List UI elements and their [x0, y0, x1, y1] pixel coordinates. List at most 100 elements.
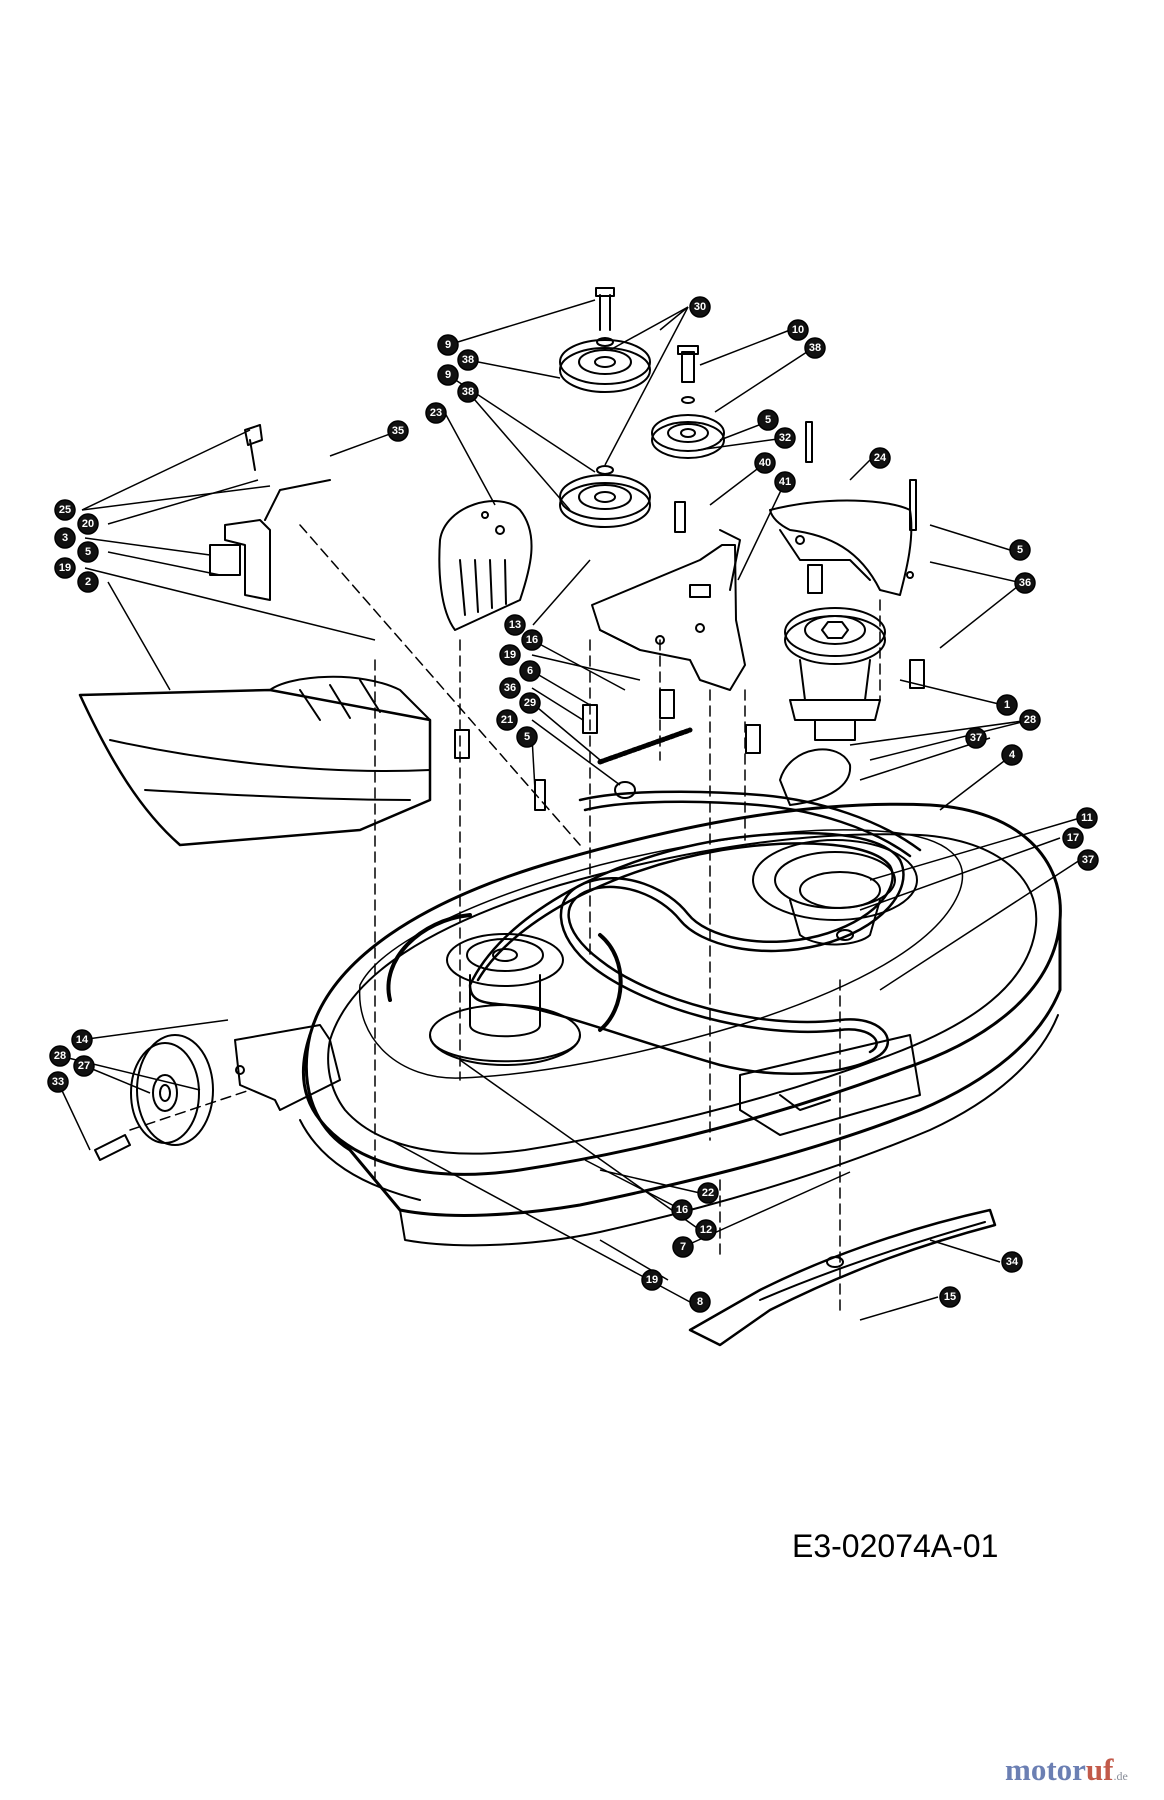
callout-label: 16 — [526, 634, 538, 646]
callout-c23: 13 — [504, 614, 526, 636]
callout-label: 10 — [792, 324, 804, 336]
callout-c10: 32 — [774, 427, 796, 449]
callout-balloon — [774, 427, 796, 449]
callout-c4: 9 — [437, 364, 459, 386]
callout-label: 7 — [680, 1241, 686, 1253]
callout-c3: 38 — [457, 349, 479, 371]
callout-balloon — [437, 364, 459, 386]
idler-arm-bracket — [591, 501, 746, 691]
callout-c47: 15 — [939, 1286, 961, 1308]
callout-label: 4 — [1009, 749, 1016, 761]
callout-label: 28 — [54, 1050, 66, 1062]
callout-label: 30 — [694, 301, 706, 313]
callout-balloon — [754, 452, 776, 474]
callout-balloon — [521, 629, 543, 651]
callout-balloon — [496, 709, 518, 731]
brand-logo[interactable]: motoruf.de — [1005, 1752, 1128, 1788]
callout-label: 41 — [779, 476, 791, 488]
callout-balloon — [757, 409, 779, 431]
callout-label: 29 — [524, 697, 536, 709]
callout-balloon — [869, 447, 891, 469]
callout-c11: 40 — [754, 452, 776, 474]
callout-label: 6 — [527, 665, 533, 677]
idler-pulleys — [559, 287, 725, 528]
callout-c32: 28 — [1019, 709, 1041, 731]
callout-balloon — [689, 296, 711, 318]
callout-label: 23 — [430, 407, 442, 419]
callout-balloon — [519, 692, 541, 714]
callout-balloon — [965, 727, 987, 749]
callout-balloon — [1009, 539, 1031, 561]
callout-label: 13 — [509, 619, 521, 631]
callout-c43: 16 — [671, 1199, 693, 1221]
drawing-number: E3-02074A-01 — [792, 1528, 999, 1564]
callout-c21: 5 — [1009, 539, 1031, 561]
callout-c8: 38 — [804, 337, 826, 359]
callout-c7: 10 — [787, 319, 809, 341]
callout-balloon — [49, 1045, 71, 1067]
callout-balloon — [54, 557, 76, 579]
callout-label: 8 — [697, 1296, 703, 1308]
callout-c13: 24 — [869, 447, 891, 469]
deck-housing — [299, 802, 1062, 1247]
callout-label: 38 — [462, 386, 474, 398]
callout-balloon — [457, 349, 479, 371]
callout-balloon — [1001, 1251, 1023, 1273]
engine-pulley-assembly — [784, 607, 886, 741]
callout-label: 15 — [944, 1291, 956, 1303]
belt-cover-left — [438, 500, 533, 631]
logo-part-uf: uf — [1085, 1752, 1114, 1787]
spacers-and-bolts — [454, 421, 925, 811]
chute-bracket — [209, 424, 331, 601]
callout-label: 36 — [1019, 577, 1031, 589]
deck-baffle — [779, 748, 852, 806]
callout-c1: 30 — [689, 296, 711, 318]
callout-balloon — [774, 471, 796, 493]
callout-c31: 1 — [996, 694, 1018, 716]
callout-label: 5 — [85, 546, 91, 558]
callout-balloon — [77, 513, 99, 535]
callout-c33: 37 — [965, 727, 987, 749]
callout-label: 22 — [702, 1187, 714, 1199]
callout-balloon — [73, 1055, 95, 1077]
callout-label: 12 — [700, 1224, 712, 1236]
callout-balloon — [1077, 849, 1099, 871]
callout-label: 28 — [1024, 714, 1036, 726]
callout-label: 16 — [676, 1204, 688, 1216]
callout-balloon — [1062, 827, 1084, 849]
callout-balloon — [516, 726, 538, 748]
callout-c39: 28 — [49, 1045, 71, 1067]
callout-c38: 14 — [71, 1029, 93, 1051]
callout-label: 38 — [809, 342, 821, 354]
callout-c19: 19 — [54, 557, 76, 579]
callout-balloon — [672, 1236, 694, 1258]
callout-c17: 3 — [54, 527, 76, 549]
callout-balloon — [939, 1286, 961, 1308]
callout-balloon — [504, 614, 526, 636]
callout-balloon — [499, 677, 521, 699]
callout-c26: 6 — [519, 660, 541, 682]
callout-balloon — [71, 1029, 93, 1051]
callout-balloon — [387, 420, 409, 442]
callout-label: 27 — [78, 1060, 90, 1072]
callout-label: 14 — [76, 1034, 89, 1046]
callout-label: 37 — [1082, 854, 1094, 866]
callout-c27: 36 — [499, 677, 521, 699]
callout-c46: 34 — [1001, 1251, 1023, 1273]
callout-balloon — [77, 541, 99, 563]
mower-deck-drawing — [78, 287, 1062, 1347]
callout-label: 3 — [62, 532, 68, 544]
callout-label: 17 — [1067, 832, 1079, 844]
wheel-bracket — [234, 1024, 341, 1111]
callout-balloon — [1014, 572, 1036, 594]
callout-c48: 19 — [641, 1269, 663, 1291]
callout-balloon — [695, 1219, 717, 1241]
callout-label: 2 — [85, 576, 91, 588]
callout-balloon — [54, 499, 76, 521]
callout-label: 38 — [462, 354, 474, 366]
gauge-wheel — [94, 1034, 214, 1161]
callout-c37: 37 — [1077, 849, 1099, 871]
callout-c45: 7 — [672, 1236, 694, 1258]
callout-balloon — [499, 644, 521, 666]
callout-c30: 5 — [516, 726, 538, 748]
